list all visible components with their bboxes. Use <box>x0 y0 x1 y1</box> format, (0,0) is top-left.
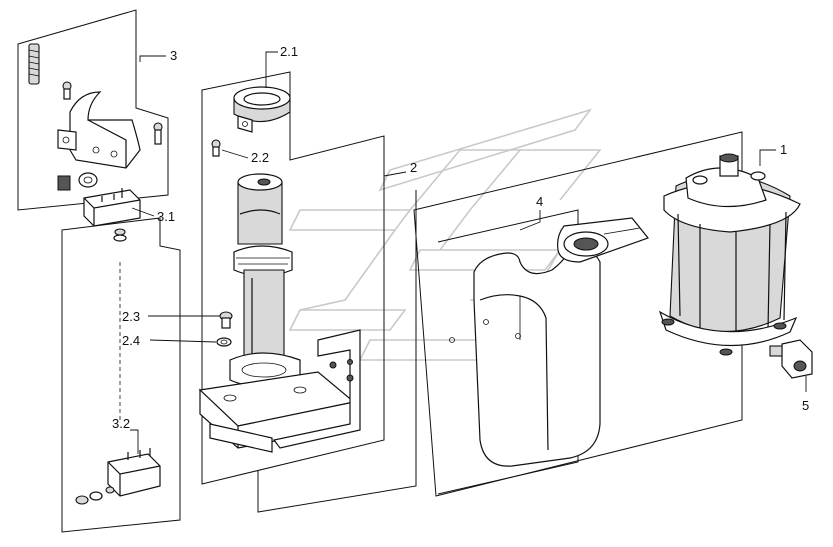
lower-switch <box>107 448 161 497</box>
angle-bracket <box>272 329 361 449</box>
callout-2: 2 <box>410 160 417 175</box>
callout-1: 1 <box>780 142 787 157</box>
callout-2-3: 2.3 <box>122 309 140 324</box>
sensor-bracket <box>57 91 141 169</box>
side-screw <box>153 122 163 145</box>
callout-2-1: 2.1 <box>280 44 298 59</box>
callout-2-4: 2.4 <box>122 333 140 348</box>
stud-bolt <box>28 43 40 85</box>
callout-3-1: 3.1 <box>157 209 175 224</box>
small-screw-top <box>62 81 72 100</box>
callout-labels: 3 2.1 2.2 2 3.1 2.3 2.4 3.2 4 1 5 <box>112 44 809 431</box>
callout-3-2: 3.2 <box>112 416 130 431</box>
callout-4: 4 <box>536 194 543 209</box>
steering-shaft <box>229 173 301 388</box>
nut-and-washer <box>57 172 98 191</box>
boot-cover <box>449 245 601 467</box>
callout-5: 5 <box>802 398 809 413</box>
micro-switch <box>83 188 141 227</box>
leader-lines <box>130 51 807 454</box>
cylinder-unit <box>658 153 801 356</box>
switch-nut <box>113 228 127 242</box>
callout-3: 3 <box>170 48 177 63</box>
clamp-screw <box>211 139 221 157</box>
flange-plate <box>557 217 649 263</box>
bolt-2-3 <box>219 311 233 329</box>
panel-2-outline <box>201 71 417 513</box>
clamp-ring <box>233 86 291 133</box>
lower-screws <box>75 486 115 505</box>
washer-2-4 <box>216 337 232 347</box>
panel-3-outline <box>17 9 181 533</box>
pressure-sensor <box>769 339 813 379</box>
callout-2-2: 2.2 <box>251 150 269 165</box>
